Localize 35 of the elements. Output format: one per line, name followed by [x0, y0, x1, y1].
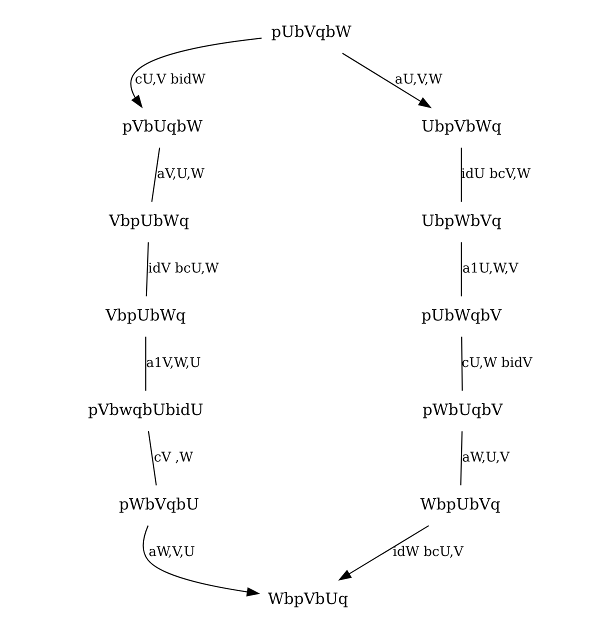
connector — [148, 431, 157, 486]
edge-label: cV ,W — [154, 450, 194, 466]
connector — [461, 336, 463, 391]
node-text: VbpUbWq — [108, 212, 190, 230]
edge-label: a1U,W,V — [462, 262, 518, 277]
edge-label: aU,V,W — [394, 72, 442, 88]
node-text: pVbwqbUbidU — [88, 401, 204, 420]
node-text: UbpVbWq — [421, 118, 502, 136]
edge-label: cU,W bidV — [462, 356, 532, 372]
node-text: pWbUqbV — [422, 401, 503, 420]
connector — [146, 242, 149, 296]
edge-label: aV,U,W — [157, 167, 204, 182]
node-text: WbpVbUq — [268, 590, 348, 608]
node-text: VbpUbWq — [106, 306, 186, 325]
node-text: pVbUqbW — [122, 118, 202, 136]
connector — [460, 242, 462, 296]
connector — [145, 336, 146, 391]
edge-label: idV bcU,W — [148, 262, 219, 277]
node-text: pWbVqbU — [118, 496, 200, 514]
arrow — [342, 52, 432, 108]
connector — [151, 148, 160, 202]
arrow — [142, 525, 260, 596]
node-text: pUbWqbV — [421, 306, 502, 325]
edge-label: cU,V bidW — [134, 72, 206, 88]
edge-label: idW bcU,V — [392, 545, 464, 560]
edge-label: aW,V,U — [148, 545, 195, 560]
arrow — [338, 525, 430, 581]
node-text: WbpUbVq — [420, 496, 500, 514]
connector — [460, 431, 463, 486]
node-text: pUbVqbW — [271, 23, 352, 42]
edge-label: aW,U,V — [462, 450, 510, 466]
arrow — [130, 38, 262, 108]
connector — [460, 148, 462, 202]
node-text: UbpWbVq — [421, 212, 502, 230]
edge-label: a1V,W,U — [146, 356, 201, 372]
